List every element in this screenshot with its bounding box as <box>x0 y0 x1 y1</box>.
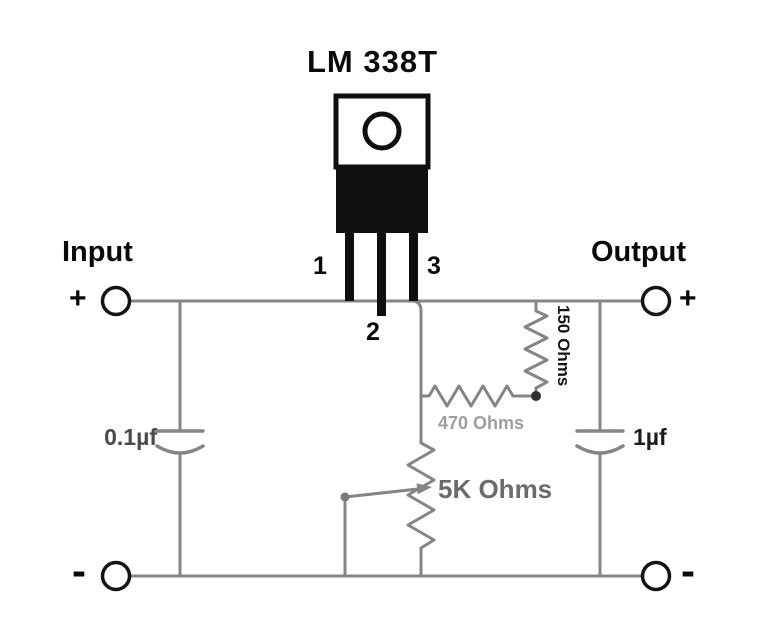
package-leg-3 <box>409 233 418 301</box>
resistors <box>344 301 549 576</box>
output-minus-terminal <box>640 560 672 592</box>
wiper-junction-dot <box>340 492 350 502</box>
wires <box>128 299 645 578</box>
output-plus-terminal <box>640 285 672 317</box>
output-plus-sign: + <box>679 282 697 315</box>
input-capacitor-symbol <box>155 429 205 455</box>
potentiometer-wiper-line <box>344 487 419 499</box>
resistor-junction-dot <box>531 391 541 401</box>
input-plus-sign: + <box>69 282 87 315</box>
adjust-node-wire <box>410 299 423 398</box>
diagram-title: LM 338T <box>307 44 439 79</box>
package-leg-1 <box>345 233 354 301</box>
potentiometer-wiper-arrowhead <box>416 483 432 495</box>
input-minus-terminal <box>100 560 132 592</box>
regulator-package <box>333 93 431 316</box>
pin-3-label: 3 <box>427 252 441 280</box>
output-capacitor-symbol <box>575 429 625 455</box>
potentiometer-value: 5K Ohms <box>438 474 553 504</box>
terminals <box>100 285 672 592</box>
pin-2-label: 2 <box>366 318 380 346</box>
package-body <box>336 167 428 233</box>
resistor-470-symbol <box>421 384 536 408</box>
output-capacitor-value: 1µf <box>633 424 667 450</box>
resistor-470-value: 470 Ohms <box>438 413 525 433</box>
potentiometer-symbol <box>406 396 436 576</box>
input-minus-sign: - <box>72 547 86 594</box>
resistor-150-value: 150 Ohms <box>554 305 573 387</box>
input-plus-terminal <box>100 285 132 317</box>
output-label: Output <box>591 236 687 268</box>
output-minus-sign: - <box>681 547 695 594</box>
package-mounting-hole <box>362 111 402 151</box>
resistor-150-symbol <box>523 301 549 396</box>
package-leg-2 <box>377 233 386 316</box>
pin-1-label: 1 <box>313 252 327 280</box>
input-label: Input <box>62 236 133 268</box>
input-capacitor-value: 0.1µf <box>104 424 157 450</box>
capacitors <box>155 429 625 455</box>
